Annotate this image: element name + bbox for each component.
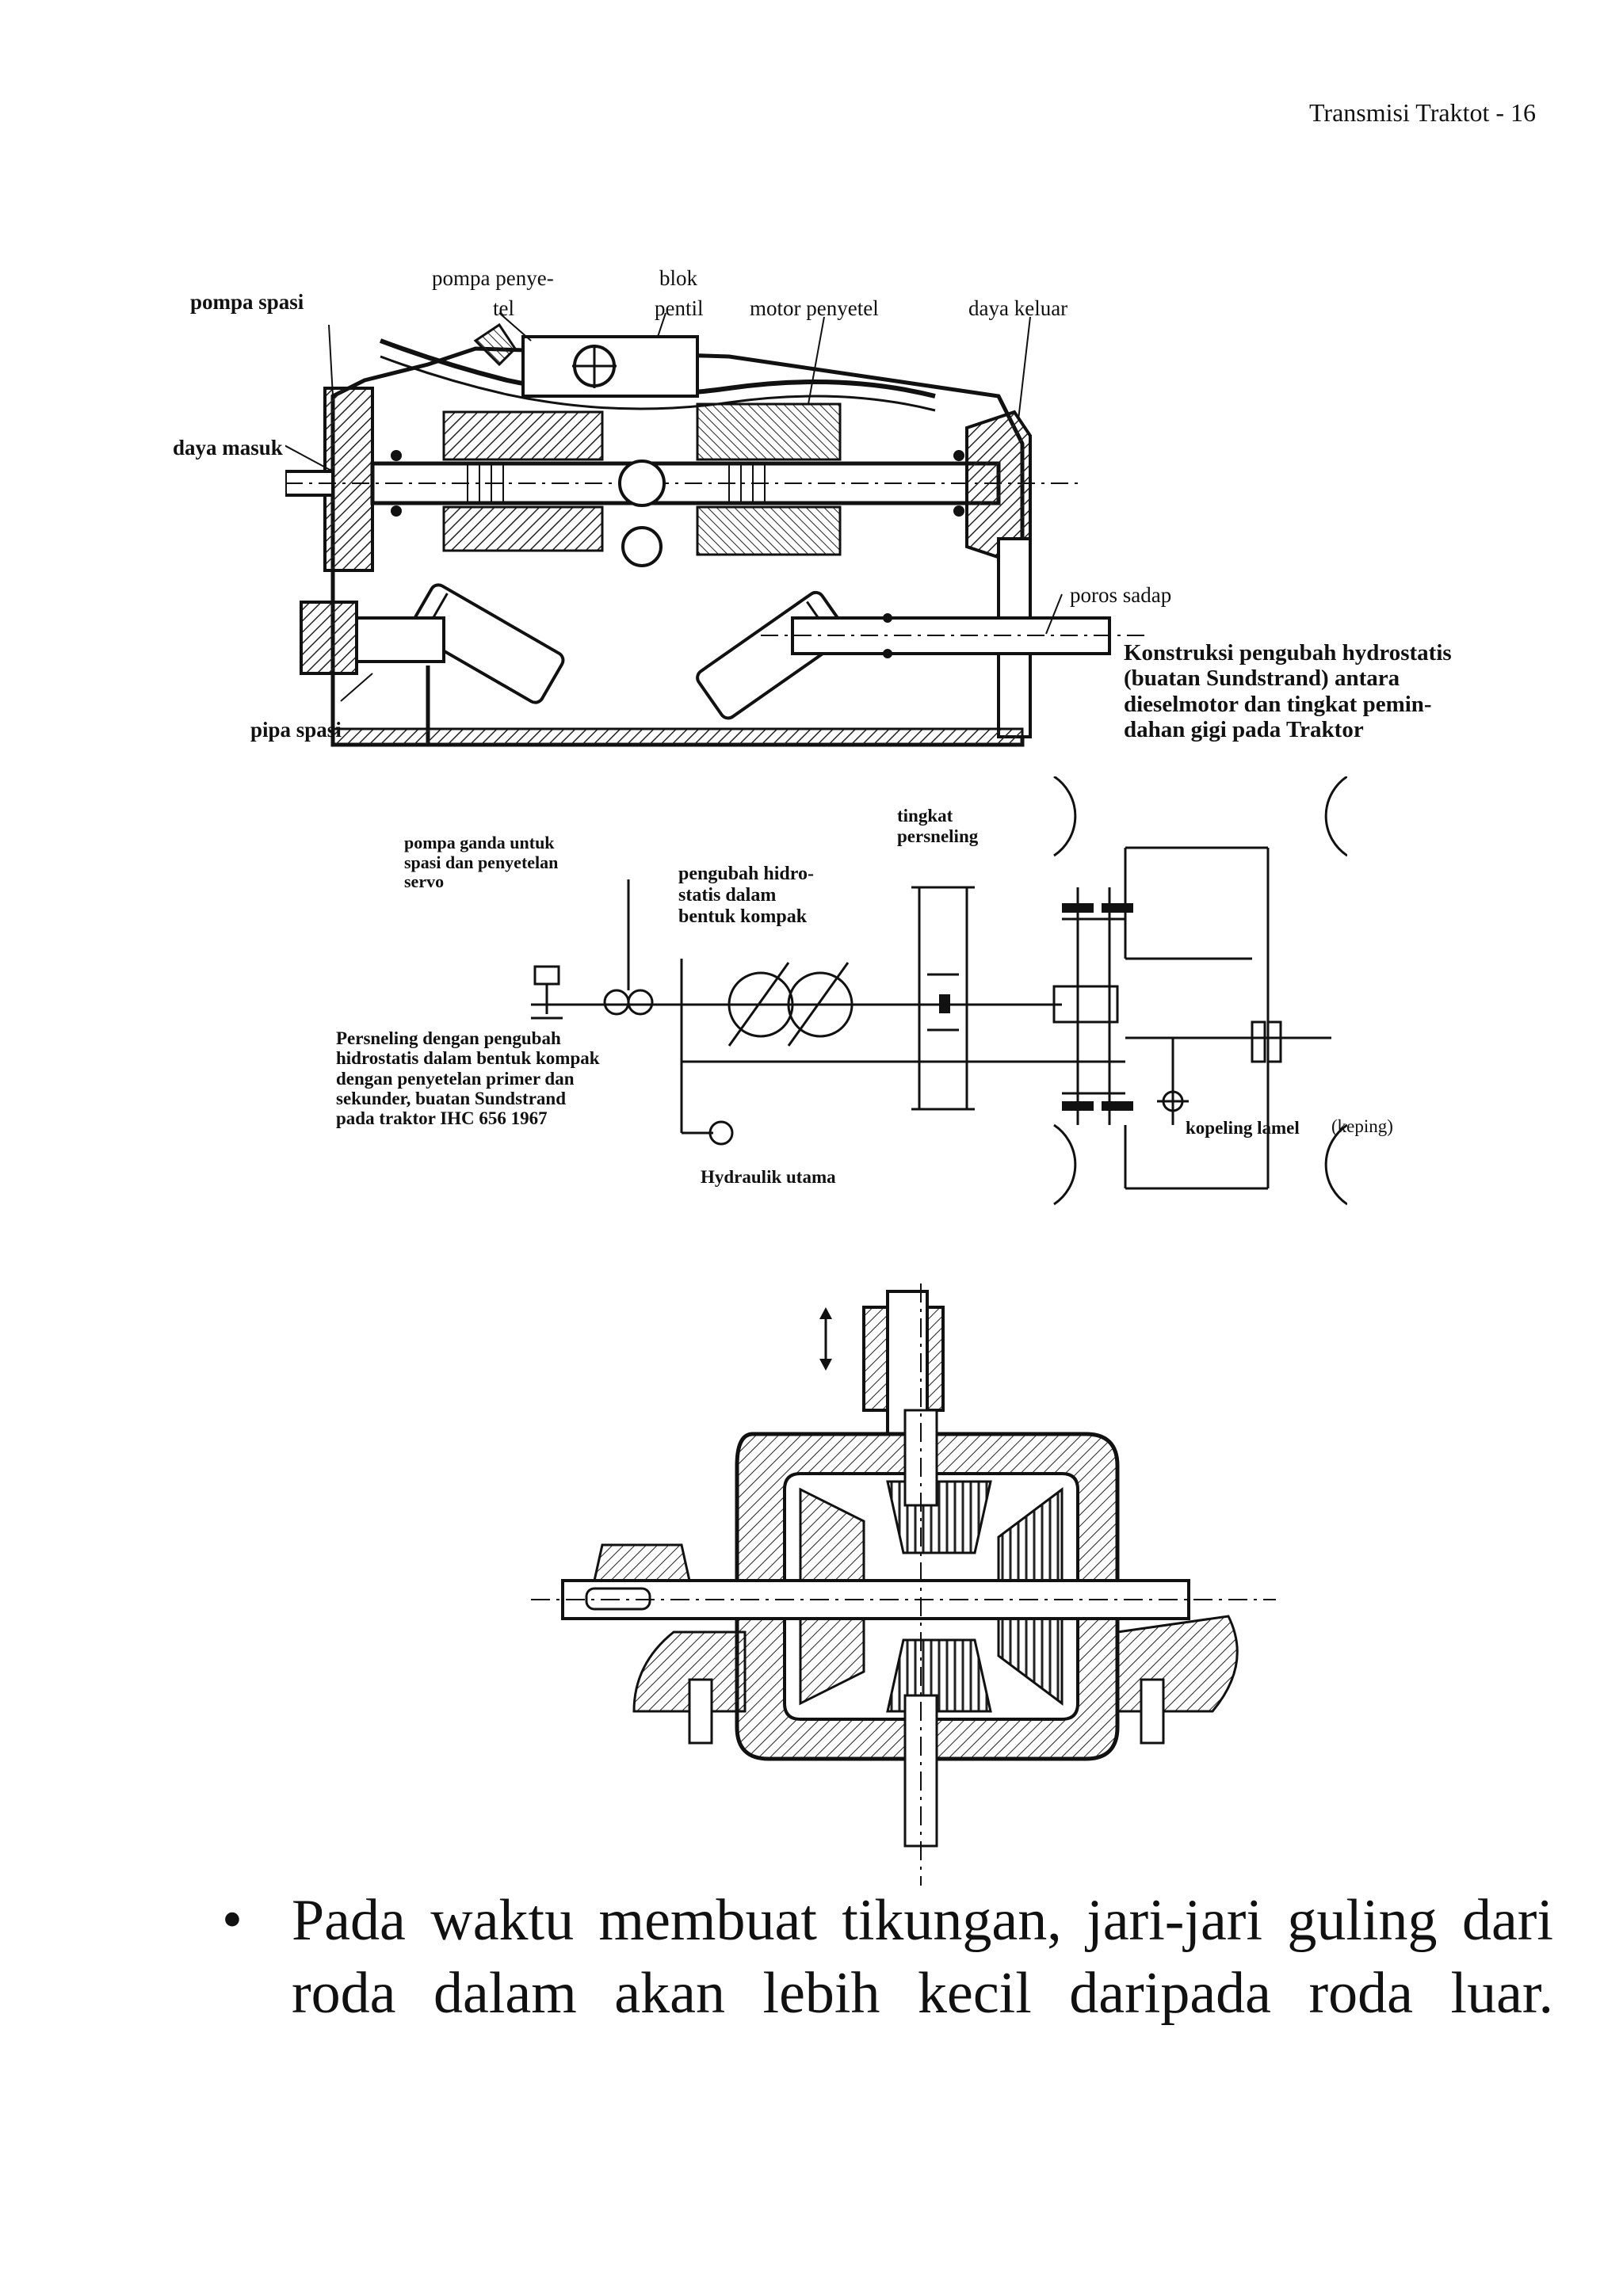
label-pengubah-line2: statis dalam [678,884,777,906]
figure1-caption-line3: dieselmotor dan tingkat pemin- [1124,691,1432,717]
label-pompa-spasi: pompa spasi [190,290,304,314]
page-header: Transmisi Traktot - 16 [1309,98,1536,127]
label-pompa-ganda: pompa ganda untuk spasi dan penyetelan s… [404,833,558,892]
label-tingkat: tingkat [897,806,953,826]
bullet-marker: • [222,1887,242,1952]
figure1-caption-line4: dahan gigi pada Traktor [1124,717,1364,743]
label-hydraulik-utama: Hydraulik utama [701,1167,836,1187]
bullet-text-line1: Pada waktu membuat tikungan, jari-jari g… [292,1888,1553,1953]
figure1-caption: Konstruksi pengubah hydrostatis (buatan … [1124,640,1536,763]
label-persneling: persneling [897,826,979,846]
label-pengubah-line3: bentuk kompak [678,906,808,927]
figure2-caption-line5: pada traktor IHC 656 1967 [336,1108,548,1129]
label-pompa-ganda-line3: servo [404,871,445,892]
hydrostatic-transmission-drawing [285,312,1149,747]
label-blok: blok [659,266,698,290]
figure2-caption-line2: hidrostatis dalam bentuk kompak [336,1048,600,1069]
label-pentil: pentil [655,296,704,320]
label-pompa-penyetel-line1: pompa penye- [432,266,554,290]
figure2-caption: Persneling dengan pengubah hidrostatis d… [336,1028,600,1128]
label-daya-keluar: daya keluar [968,296,1068,320]
figure1-caption-line1: Konstruksi pengubah hydrostatis [1124,640,1452,666]
label-keping: (keping) [1331,1116,1393,1136]
figure1-caption-line2: (buatan Sundstrand) antara [1124,666,1400,692]
label-pengubah-line1: pengubah hidro- [678,864,814,884]
transmission-schematic [531,776,1347,1206]
figure2-caption-line3: dengan penyetelan primer dan [336,1068,575,1089]
label-pompa-ganda-line2: spasi dan penyetelan [404,852,559,872]
label-pengubah-hidrostatis: pengubah hidro- statis dalam bentuk komp… [678,864,814,928]
bullet-text-line2: roda dalam akan lebih kecil daripada rod… [292,1961,1553,2026]
label-poros-sadap: poros sadap [1070,583,1172,607]
label-pompa-ganda-line1: pompa ganda untuk [404,833,555,852]
figure2-caption-line4: sekunder, buatan Sundstrand [336,1088,566,1108]
figure2-caption-line1: Persneling dengan pengubah [336,1028,561,1048]
label-daya-masuk: daya masuk [173,436,283,460]
label-pipa-spasi: pipa spasi [250,718,342,742]
label-pompa-penyetel-line2: tel [493,296,514,320]
label-motor-penyetel: motor penyetel [750,296,879,320]
label-kopeling-lamel: kopeling lamel [1186,1118,1300,1138]
differential-drawing [531,1283,1276,1886]
bullet-text: Pada waktu membuat tikungan, jari-jari g… [292,1884,1553,2030]
